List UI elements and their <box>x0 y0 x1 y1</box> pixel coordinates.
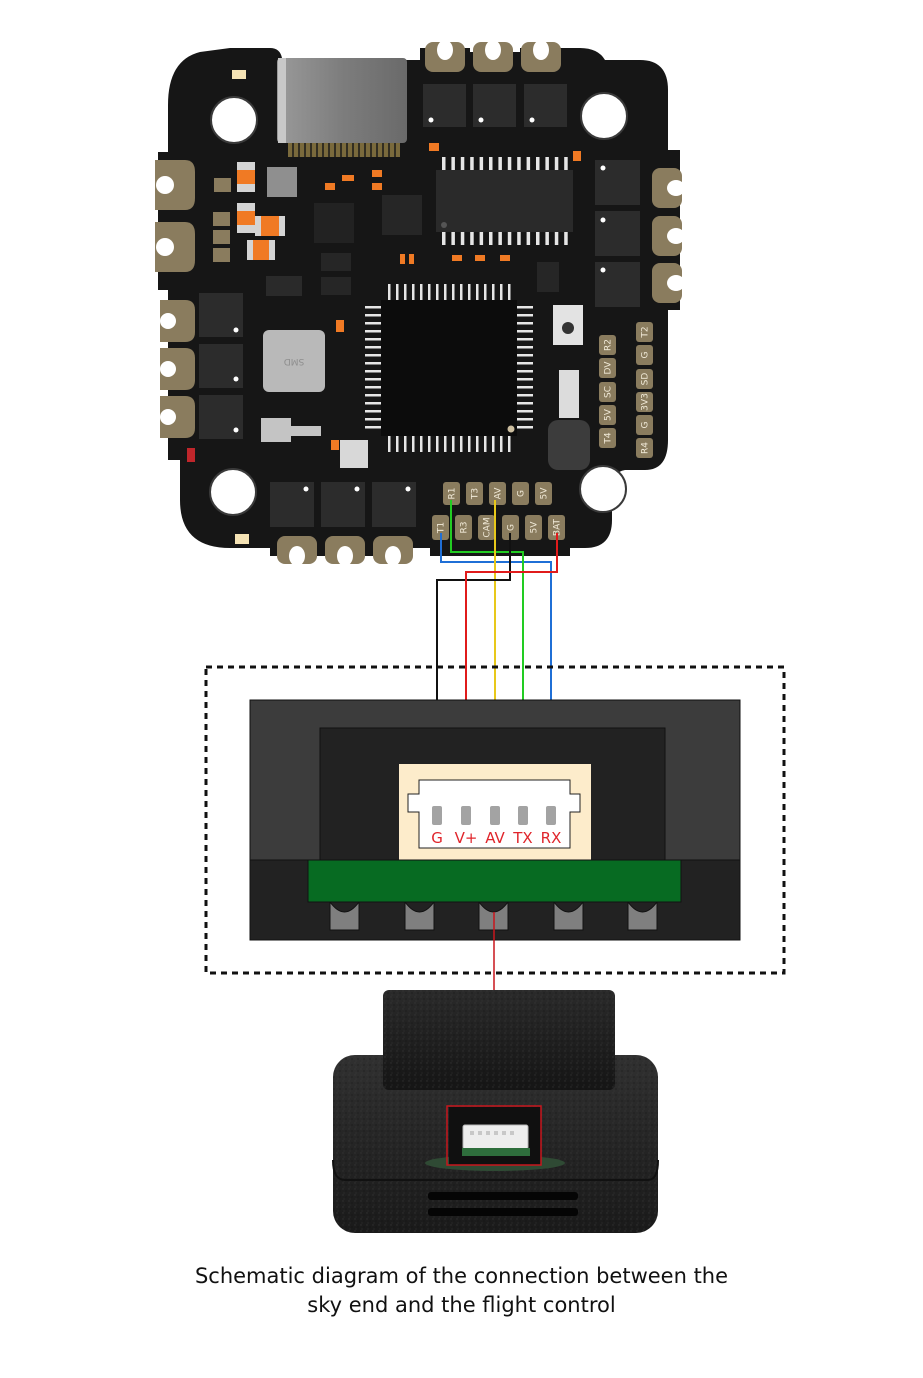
pad-label: R4 <box>641 442 651 454</box>
pad-g: G <box>636 345 653 365</box>
pad-label: T4 <box>604 432 614 444</box>
mosfet-chips-left <box>199 293 243 439</box>
pad-r4: R4 <box>636 438 653 458</box>
pad-5v: 5V <box>525 515 542 540</box>
pad-row-top: R1 T3 AV G 5V <box>443 482 552 505</box>
mcu-chip <box>365 284 533 452</box>
pad-t3: T3 <box>466 482 483 505</box>
pin-label: RX <box>541 829 562 847</box>
pad-r2: R2 <box>599 335 616 355</box>
dotted-frame <box>204 665 786 975</box>
pad-label: T2 <box>641 326 651 338</box>
wire-bat-to-vplus <box>465 533 558 806</box>
pad-label: CAM <box>483 517 493 537</box>
pad-t4: T4 <box>599 428 616 448</box>
pcb-green <box>307 859 682 903</box>
left-power-pads <box>155 160 195 438</box>
pad-sd: SD <box>636 369 653 389</box>
mounting-tab <box>404 901 435 931</box>
pad-sc: SC <box>599 382 616 402</box>
usb-connector <box>277 58 407 157</box>
pin-label: V+ <box>455 829 478 847</box>
pad-t2: T2 <box>636 322 653 342</box>
mosfet-chips-right <box>595 160 640 307</box>
mosfet-chips-top <box>423 84 567 127</box>
mounting-tab <box>627 901 658 931</box>
pad-g: G <box>512 482 529 505</box>
pad-label: 3V3 <box>641 393 651 411</box>
pad-label: R1 <box>448 488 458 500</box>
caption-line-2: sky end and the flight control <box>307 1293 616 1317</box>
wire-r1-to-tx <box>450 500 524 806</box>
mounting-tab <box>553 901 584 931</box>
pad-label: AV <box>494 487 504 500</box>
mounting-tab <box>478 901 509 931</box>
connector-pin-vplus: V+ <box>455 806 478 847</box>
pad-bat: BAT <box>548 515 565 540</box>
pad-cam: CAM <box>478 515 495 540</box>
pad-label: 5V <box>540 487 550 500</box>
socket-highlight-box <box>446 1105 542 1166</box>
pad-3v3: 3V3 <box>636 392 653 412</box>
flight-controller-board: SMD <box>155 40 685 566</box>
pad-label: BAT <box>553 518 563 536</box>
pin-label: AV <box>485 829 505 847</box>
sky-end-device <box>332 990 659 1233</box>
pad-5v: 5V <box>535 482 552 505</box>
pad-label: R3 <box>460 522 470 534</box>
pad-label: R2 <box>604 339 614 351</box>
pad-label: T3 <box>471 488 481 500</box>
pad-row-bottom: T1 R3 CAM G 5V BAT <box>432 515 565 540</box>
pad-r1: R1 <box>443 482 460 505</box>
pad-label: G <box>517 490 527 497</box>
jst-socket <box>462 1124 529 1150</box>
pad-label: 5V <box>530 521 540 534</box>
connector-pins: G V+ AV TX RX <box>431 806 561 847</box>
inductor: SMD <box>263 330 325 392</box>
mounting-tabs <box>329 901 658 931</box>
mosfet-chips-bottom <box>270 482 416 527</box>
inductor-label: SMD <box>284 356 304 366</box>
pad-label: 5V <box>604 408 614 421</box>
connector-pin-g: G <box>431 806 443 847</box>
pad-g: G <box>502 515 519 540</box>
mounting-holes <box>209 92 628 516</box>
pad-t1: T1 <box>432 515 449 540</box>
wire-g-to-g <box>436 533 511 806</box>
caption-line-1: Schematic diagram of the connection betw… <box>194 1264 729 1288</box>
driver-chip <box>436 157 573 245</box>
mounting-tab <box>329 901 360 931</box>
pad-dv: DV <box>599 358 616 378</box>
pad-label: G <box>641 351 651 358</box>
connector-pin-rx: RX <box>541 806 562 847</box>
connector-schematic: G V+ AV TX RX <box>204 665 786 1106</box>
pad-g: G <box>636 415 653 435</box>
pad-label: G <box>507 524 517 531</box>
pad-label: SD <box>641 373 651 386</box>
pin-label: TX <box>512 829 532 847</box>
pad-label: SC <box>604 386 614 398</box>
pad-av: AV <box>489 482 506 505</box>
passive-components <box>187 70 590 544</box>
pin-label: G <box>431 829 443 847</box>
pad-label: T1 <box>437 522 447 534</box>
pad-label: DV <box>604 361 614 375</box>
connector-pin-tx: TX <box>512 806 533 847</box>
pad-label: G <box>641 421 651 428</box>
diagram-caption: Schematic diagram of the connection betw… <box>0 1262 923 1320</box>
pad-5v: 5V <box>599 405 616 425</box>
pad-r3: R3 <box>455 515 472 540</box>
connector-pin-av: AV <box>485 806 506 847</box>
